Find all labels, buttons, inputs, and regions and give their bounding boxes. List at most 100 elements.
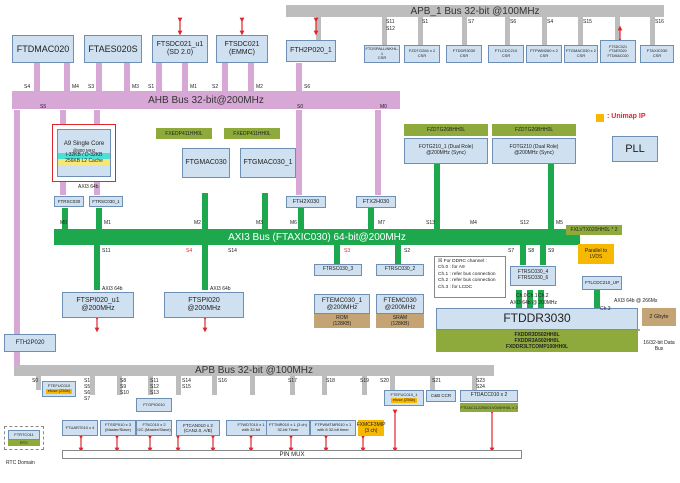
spi-u1-block[interactable]: FTSPI020_u1@200MHz — [62, 292, 134, 318]
gmac-1-block[interactable]: FTGMAC030_1 — [240, 148, 296, 178]
axi-port: S14 — [228, 248, 237, 254]
axi-port: M2 — [194, 220, 201, 226]
unimap-swatch-icon — [596, 114, 604, 122]
rsc2-block[interactable]: FTRSC030_2 — [376, 264, 424, 276]
axi-port: S7 — [508, 248, 515, 254]
ftx2h-block[interactable]: FTX2H030 — [356, 196, 396, 208]
apb-port: S23 — [476, 378, 485, 384]
ahb-port: S0 — [297, 104, 304, 110]
axi-bus-label: AXI3 Bus (FTAXIC030) 64-bit@200MHz — [228, 231, 406, 243]
axi-port: S9 — [548, 248, 555, 254]
apb1-port: S15 — [583, 19, 592, 25]
apb1-port: S11 — [386, 19, 395, 25]
axi-port: S4 — [186, 248, 193, 254]
rsc3-block[interactable]: FTRSC030_3 — [314, 264, 362, 276]
axi-port: M3 — [256, 220, 263, 226]
gmac-block[interactable]: FTGMAC030 — [182, 148, 230, 178]
axi-port: S8 — [528, 248, 535, 254]
lvds-converter[interactable]: Parallel to LVDS — [578, 244, 614, 264]
otg-phy1: FZDTG26BHH0L — [404, 124, 488, 136]
apb-port: S5 — [84, 384, 91, 390]
axi-port: M1 — [104, 220, 111, 226]
otg-block[interactable]: FOTG210 (Dual Role)@200MHz (Sync) — [492, 138, 576, 164]
apb-port: S9 — [120, 384, 127, 390]
gpio-block[interactable]: FTGPIO010 — [136, 398, 172, 412]
emc-block[interactable]: FTEMC030@200MHz — [376, 294, 424, 314]
apb1-bus-label: APB_1 Bus 32-bit @100MHz — [410, 5, 540, 17]
fth2p-block[interactable]: FTH2P020 — [4, 334, 56, 352]
can-block[interactable]: FTCAN010 x 2(CAN2.0, A/B) — [176, 420, 220, 436]
cpu-bus-label: AXI3 64b — [78, 184, 99, 190]
rtc-block[interactable]: FTRTC011 — [8, 430, 40, 440]
apb-port: S24 — [476, 384, 485, 390]
apb-port: S13 — [150, 390, 159, 396]
spi-bus-label: AXI3 64b — [102, 286, 123, 292]
axi-port: S3 — [344, 248, 351, 254]
ftrsc030-block[interactable]: FTRSC030 — [54, 196, 84, 207]
otg-phy2: FZDTG26BHH0L — [492, 124, 576, 136]
rom-block: ROM(128KB) — [314, 314, 370, 328]
ddr-memory: 2 Gbyte — [642, 308, 676, 326]
apb1-slave-sdc[interactable]: FTSDC021 FTAES020 FTDMAC020 — [600, 40, 636, 63]
lvds-phy: FXLVTX020HH0L * 2 — [566, 225, 622, 235]
emc1-block[interactable]: FTEMC030_1@200MHz — [314, 294, 370, 314]
sdc-emmc-block[interactable]: FTSDC021(EMMC) — [216, 35, 268, 63]
otg-1-block[interactable]: FOTG210_1 (Dual Role)@200MHz (Sync) — [404, 138, 488, 164]
apb-port: S18 — [326, 378, 335, 384]
tmr-block[interactable]: FTTMR010 x 1 (3 ch)32-bit Timer — [266, 420, 310, 436]
ahb-port: M3 — [132, 84, 139, 90]
ahb-bus: AHB Bus 32-bit@200MHz — [12, 91, 400, 109]
ddr-bus-label: AXI3 64b @ 200MHz — [510, 300, 558, 306]
uart-block[interactable]: FTUART010 x 4 — [62, 420, 98, 436]
fth2x-block[interactable]: FTH2X030 — [286, 196, 326, 208]
lcdc-block[interactable]: FTLCDC210_UP — [582, 276, 622, 290]
axi-port: S12 — [520, 220, 529, 226]
ahb-port: M0 — [380, 104, 387, 110]
pll-block[interactable]: PLL — [612, 136, 658, 162]
ssp-block[interactable]: FTSSP010 x 3(Master/Slave) — [100, 420, 136, 436]
apb1-port: S16 — [655, 19, 664, 25]
ddr-ch1: Ch.1 — [527, 293, 538, 299]
spi-bus-label-2: AXI3 64b — [210, 286, 231, 292]
ahb-port: S2 — [212, 84, 219, 90]
ahb-port: S3 — [88, 84, 95, 90]
fth2p-top-block[interactable]: FTH2P020_1 — [286, 40, 336, 62]
sdc-sd-block[interactable]: FTSDC021_u1(SD 2.0) — [152, 35, 208, 63]
ahb-port: S6 — [304, 84, 311, 90]
gmac-phy1: FXEDP411HH0L — [156, 128, 212, 139]
pin-mux: PIN MUX — [62, 450, 522, 459]
ddr-databus-label: 16/32-bit Data Bus — [643, 340, 675, 352]
ddr-ch2: Ch.2 — [538, 293, 549, 299]
ftrsc030-1-block[interactable]: FTRSC030_1 — [89, 196, 123, 207]
apb-port: S21 — [432, 378, 441, 384]
ddr-controller[interactable]: FTDDR3030 — [436, 308, 638, 330]
spi-block[interactable]: FTSPI020@200MHz — [164, 292, 244, 318]
a9-core-block[interactable]: A9 Single Core @800 MHz I-32KB / D-32KB … — [57, 129, 111, 177]
dac-block[interactable]: FTDACC010 x 2 — [460, 390, 518, 402]
apb-port: S0 — [32, 378, 39, 384]
apb-port: S17 — [288, 378, 297, 384]
mcf-block[interactable]: FXMCF3MIP(3 ch) — [356, 420, 386, 436]
ahb-port: M4 — [72, 84, 79, 90]
cb-ccr-block[interactable]: C&B CCR — [426, 390, 456, 402]
axi-port: S11 — [102, 248, 111, 254]
ftaes-block[interactable]: FTAES020S — [84, 35, 142, 63]
sram-block: SRAM(128KB) — [376, 314, 424, 328]
ddr-note: ☒ For DDRC channel : Ch.0 : for A9 Ch.1 … — [434, 256, 506, 298]
ftdmac-block[interactable]: FTDMAC020 — [12, 35, 74, 63]
apb-port: S7 — [84, 396, 91, 402]
